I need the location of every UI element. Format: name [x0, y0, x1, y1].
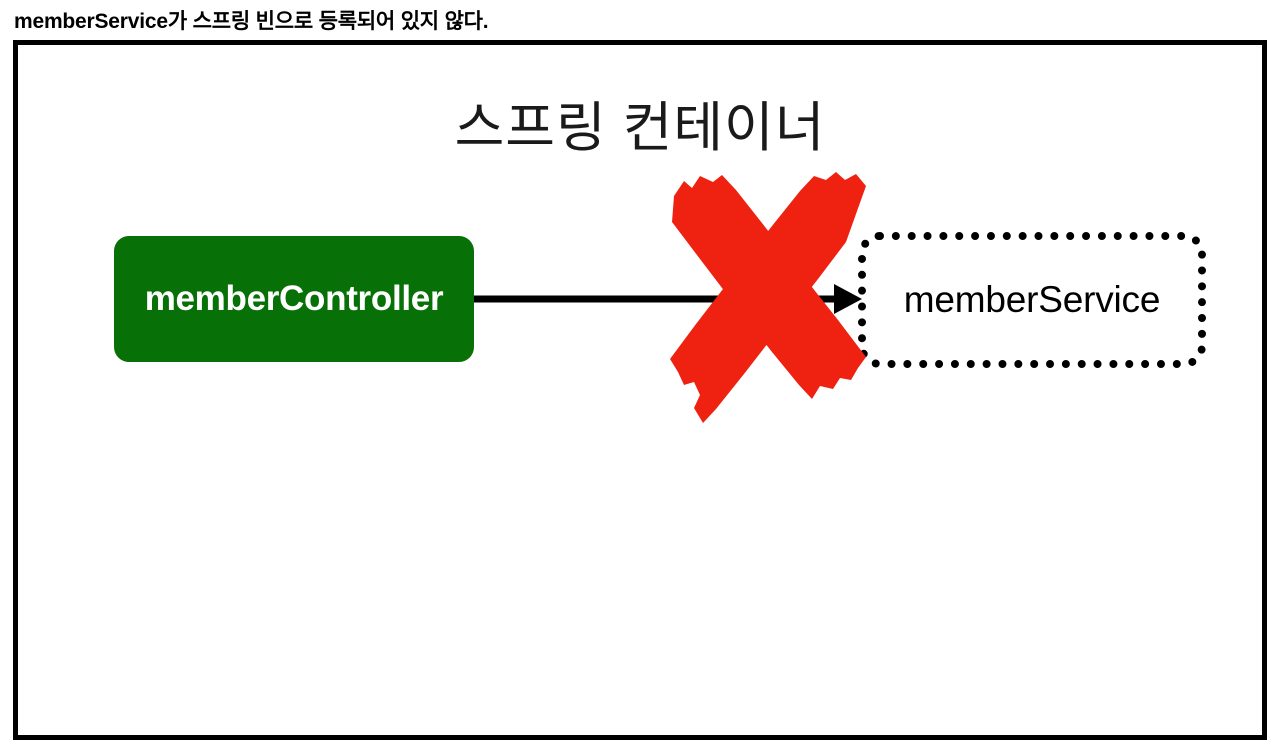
spring-container-frame: 스프링 컨테이너	[13, 40, 1267, 740]
figure-caption: memberService가 스프링 빈으로 등록되어 있지 않다.	[14, 10, 489, 33]
spring-container-title: 스프링 컨테이너	[454, 98, 826, 158]
